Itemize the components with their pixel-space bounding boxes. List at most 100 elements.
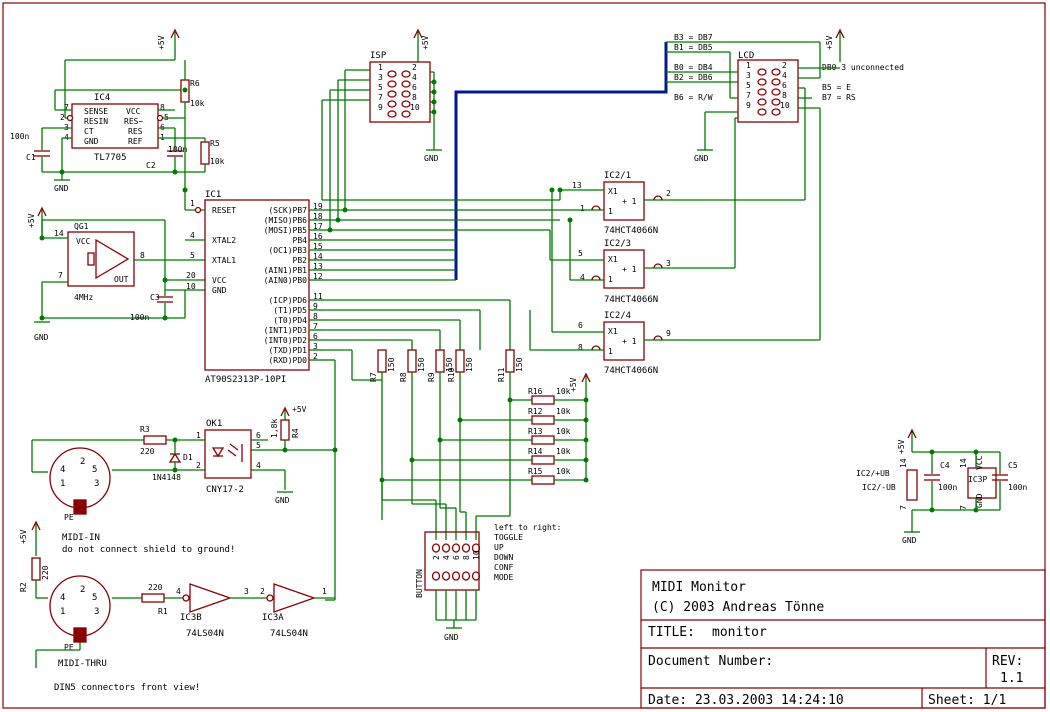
ic4-pin-sense: SENSE <box>84 107 108 116</box>
qg1-pin-vcc: VCC <box>76 237 91 246</box>
ic1-pin-number: 19 <box>313 202 323 211</box>
lcd-pin-1: 1 <box>746 61 751 70</box>
r4-ref: R4 <box>291 428 300 438</box>
ic1-pin-number: 7 <box>313 322 318 331</box>
ic4-pin-gnd: GND <box>84 137 99 146</box>
qg1-ref: QG1 <box>74 222 89 231</box>
lcd-note-rs: B7 = RS <box>822 93 856 102</box>
ok1-pin5: 5 <box>256 441 261 450</box>
ic2-1-part: 74HCT4066N <box>604 226 658 236</box>
ic2-3-part: 74HCT4066N <box>604 295 658 305</box>
midi-thru-label: MIDI-THRU <box>58 659 107 669</box>
ic1-ref: IC1 <box>205 190 221 200</box>
lcd-note-db: DB0-3 unconnected <box>822 63 904 72</box>
lcd-data-bus <box>454 42 668 280</box>
midi-thru-pe: PE <box>64 643 74 652</box>
gnd-label-lcd: GND <box>694 154 709 163</box>
ok1-pin4: 4 <box>256 461 261 470</box>
r3-value: 220 <box>140 447 155 456</box>
r2-value: 220 <box>41 565 50 580</box>
ic3a-pin-in: 2 <box>260 587 265 596</box>
ic4-pin-res: RES <box>128 127 143 136</box>
isp-pin-9: 9 <box>378 103 383 112</box>
r6-ref: R6 <box>190 79 200 88</box>
ic2-1-pin-out: 2 <box>666 189 671 198</box>
ic1-pin-number: 15 <box>313 242 323 251</box>
ic4-pnum-7: 7 <box>64 103 69 112</box>
midi-thru-pin1: 1 <box>60 607 65 617</box>
vcc-label-thru: +5V <box>19 529 28 544</box>
lcd-net-b1: B1 = DB5 <box>674 43 713 52</box>
ic2-4-body <box>603 321 645 361</box>
ic1-pin-label: (ICP)PD6 <box>268 296 307 305</box>
ic1-pin-number: 16 <box>313 232 323 241</box>
r5-ref: R5 <box>210 139 220 148</box>
gnd-label-ok1: GND <box>275 496 290 505</box>
ic4-ref: IC4 <box>94 93 110 103</box>
lcd-net-b6: B6 = R/W <box>674 93 713 102</box>
ok1-pin1: 1 <box>196 431 201 440</box>
lcd-pin-9: 9 <box>746 101 751 110</box>
ic1-pin-xtal1: XTAL1 <box>212 256 236 265</box>
lcd-note-e: B5 = E <box>822 83 851 92</box>
pullup-resistor <box>505 349 515 373</box>
ic2-3-ctl: 1 <box>608 275 613 284</box>
ic2-4-plus: + 1 <box>622 337 637 346</box>
isp-pin-1: 1 <box>378 63 383 72</box>
ic1-pin-label: (RXD)PD0 <box>268 356 307 365</box>
ic1-pin-label: (TXD)PD1 <box>268 346 307 355</box>
button-legend-toggle: TOGGLE <box>494 533 523 542</box>
ic2-3-pin-in: 5 <box>578 249 583 258</box>
button-legend-mode: MODE <box>494 573 513 582</box>
pullup-value: 150 <box>387 357 396 372</box>
pulldown-resistor <box>531 415 555 425</box>
button-pin-top <box>461 543 471 553</box>
ic4-body <box>71 103 159 149</box>
button-pin-number: 2 <box>432 555 441 560</box>
ic2-3-body <box>603 249 645 289</box>
ic2-1-x1: X1 <box>608 187 618 196</box>
pulldown-value: 10k <box>556 467 571 476</box>
tb-rev-label: REV: <box>992 654 1023 669</box>
button-pin-top <box>431 543 441 553</box>
ic1-pin-label: (INT1)PD3 <box>264 326 308 335</box>
pulldown-value: 10k <box>556 427 571 436</box>
ic3a-part: 74LS04N <box>270 629 308 639</box>
ic4-pin-ct: CT <box>84 127 94 136</box>
ic2-4-ctl: 1 <box>608 347 613 356</box>
ic1-pin-number: 9 <box>313 302 318 311</box>
pulldown-resistor <box>531 455 555 465</box>
tb-docnum-label: Document Number: <box>648 654 773 669</box>
ic3p-vcc: VCC <box>975 455 984 470</box>
title-block: MIDI Monitor (C) 2003 Andreas Tönne TITL… <box>640 569 1046 709</box>
isp-connector: +5V ISP 1 3 5 7 9 2 4 6 8 10 <box>322 28 442 163</box>
ic1-pin-label: (SCK)PB7 <box>268 206 307 215</box>
midi-in-pin4: 4 <box>60 465 65 475</box>
button-pin-bottom <box>471 571 481 581</box>
ic1-pnum-5: 5 <box>190 251 195 260</box>
r5-value: 10k <box>210 157 225 166</box>
midi-in-pin1: 1 <box>60 479 65 489</box>
ic2-1-pin-ctl: 1 <box>580 204 585 213</box>
r3-ref: R3 <box>140 425 150 434</box>
ic1-pin-label: (OC1)PB3 <box>268 246 307 255</box>
ic2-3-ref: IC2/3 <box>604 239 631 249</box>
button-legend-conf: CONF <box>494 563 513 572</box>
tb-copyright: (C) 2003 Andreas Tönne <box>652 600 824 615</box>
mcu-port-wiring <box>321 70 580 601</box>
button-pin-number: 10 <box>472 550 481 560</box>
ic1-pin-label: (MISO)PB6 <box>264 216 308 225</box>
ic1-pin-label: PB2 <box>293 256 308 265</box>
gnd-label-qg1: GND <box>34 333 49 342</box>
ic3p-label-ub-pos: IC2/+UB <box>856 469 890 478</box>
ok1-pin2: 2 <box>196 461 201 470</box>
pullup-resistor <box>455 349 465 373</box>
button-legend-title: left to right: <box>494 523 561 532</box>
pulldown-value: 10k <box>556 407 571 416</box>
ic1-pin-vcc: VCC <box>212 276 227 285</box>
pullup-value: 150 <box>465 357 474 372</box>
ok1-optocoupler: OK1 CNY17-2 1 2 6 5 4 GND +5V 1,8k R4 <box>196 405 338 505</box>
ic2-4-pin-in: 6 <box>578 321 583 330</box>
ic3p-label-ub-neg: IC2/-UB <box>862 483 896 492</box>
